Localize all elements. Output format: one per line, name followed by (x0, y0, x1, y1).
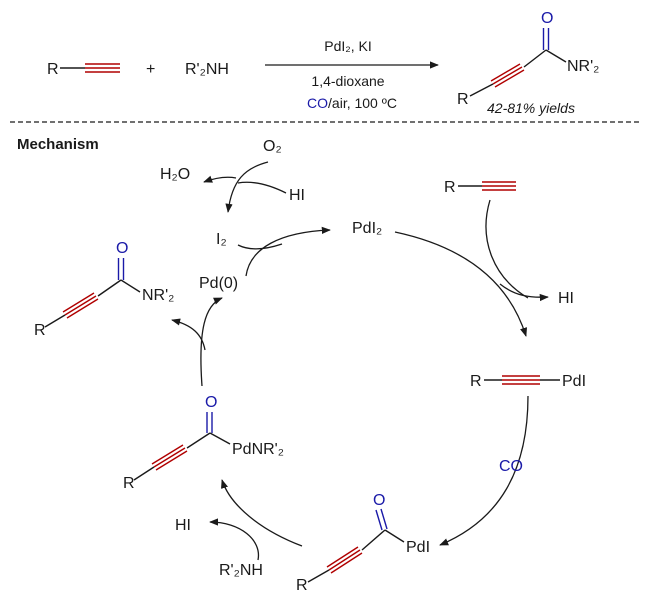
release-carbonyl-o: O (116, 240, 128, 257)
product-release-arrow (171, 318, 206, 351)
hi-regen-label: HI (289, 187, 305, 204)
product-cn-bond (545, 49, 567, 63)
product-r: R (457, 91, 469, 108)
acyl-carbonyl-o: O (373, 492, 385, 509)
acyl-co-bond-b (380, 508, 388, 530)
acyl-pd-bond (384, 529, 405, 543)
release-r: R (34, 322, 46, 339)
co-label: CO (499, 458, 523, 475)
conditions-catalyst: PdI₂, KI (324, 38, 371, 54)
amido-pd-bond (209, 432, 231, 445)
hi-in-arrow (237, 181, 287, 194)
pd0-label: Pd(0) (199, 275, 238, 292)
alkyne-triple-bond (482, 181, 516, 191)
hi-out-label-2: HI (175, 517, 191, 534)
hi-out-label-1: HI (558, 290, 574, 307)
amido-pdnr2: PdNR'₂ (232, 441, 284, 458)
overall-reaction: R + R'₂NH PdI₂, KI 1,4-dioxane CO/air, 1… (47, 10, 599, 116)
mechanism-heading: Mechanism (17, 136, 99, 153)
acyl-pdi: PdI (406, 539, 430, 556)
release-cn-bond (120, 279, 141, 293)
product-r-bond (469, 83, 494, 97)
reactant-alkyne-r: R (47, 61, 59, 78)
amido-r-bond (133, 466, 155, 481)
acyl-r-bond (307, 569, 330, 583)
product-c-c-bond (523, 49, 547, 68)
alkyne-r: R (444, 179, 456, 196)
yield-label: 42-81% yields (487, 100, 575, 116)
conditions-solvent: 1,4-dioxane (311, 73, 384, 89)
product-triple-bond (490, 63, 525, 88)
pdi2-label: PdI₂ (352, 220, 382, 237)
amine-label: R'₂NH (219, 562, 263, 579)
amido-r: R (123, 475, 135, 492)
product-carbonyl-o: O (541, 10, 553, 27)
acyl-triple-bond (326, 546, 363, 574)
alkynyl-pdi: PdI (562, 373, 586, 390)
release-c-c-bond (97, 279, 122, 297)
oxygen-label: O₂ (263, 138, 282, 155)
amine-in-arrow (209, 518, 260, 561)
alkyne-in-arrow (485, 199, 529, 299)
iodine-label: I₂ (216, 231, 227, 248)
hi-out-arrow-1 (499, 283, 549, 302)
reoxidation-arrow (225, 161, 269, 213)
reactant-amine: R'₂NH (185, 61, 229, 78)
acyl-co-bond-a (375, 509, 383, 531)
release-amine-group: NR'₂ (142, 287, 174, 304)
water-label: H₂O (160, 166, 190, 183)
alkynyl-triple-bond (502, 375, 540, 385)
aminolysis-arrow (221, 479, 303, 547)
product-amine-group: NR'₂ (567, 58, 599, 75)
reductive-elimination-arrow (200, 297, 223, 387)
alkynylation-arrow (394, 231, 528, 337)
i2-in-arrow (237, 243, 283, 250)
release-triple-bond (62, 292, 99, 319)
plus-sign: + (146, 61, 155, 78)
release-r-bond (44, 314, 66, 328)
pd-oxidation-arrow (245, 226, 331, 277)
water-out-arrow (203, 175, 237, 183)
conditions-atmosphere: CO/air, 100 ºC (307, 95, 397, 111)
co-insertion-arrow (439, 395, 529, 546)
amido-carbonyl-o: O (205, 394, 217, 411)
acyl-c-c-bond (361, 529, 386, 551)
amido-triple-bond (151, 444, 188, 471)
alkynyl-r: R (470, 373, 482, 390)
amido-c-c-bond (186, 432, 211, 449)
acyl-r: R (296, 577, 308, 594)
reactant-triple-bond (85, 63, 120, 73)
